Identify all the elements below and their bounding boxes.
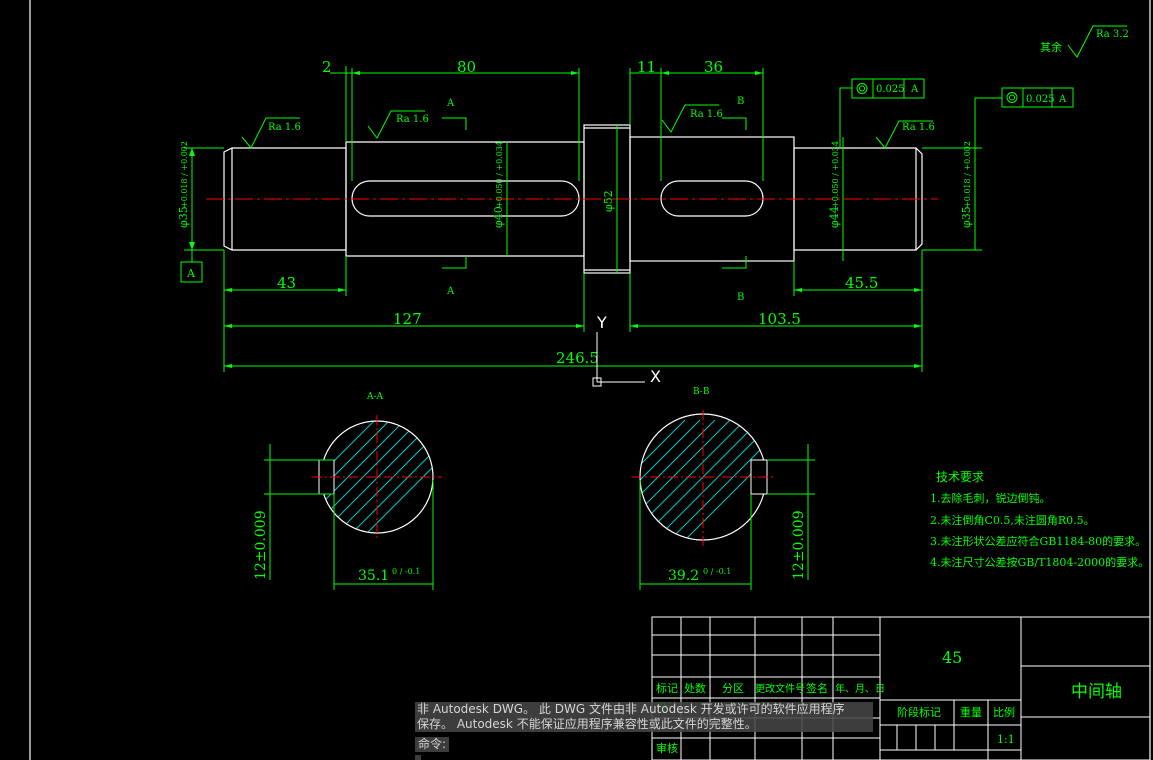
tb-sign: 签名 — [806, 681, 828, 695]
runout-2-datum: A — [1058, 94, 1067, 105]
warning-line: 非 Autodesk DWG。 此 DWG 文件由非 Autodesk 开发或许… — [417, 702, 845, 716]
command-input[interactable] — [415, 755, 421, 760]
tb-zone: 分区 — [722, 682, 744, 695]
warning-line: 保存。 Autodesk 不能保证应用程序兼容性或此文件的完整性。 — [417, 717, 757, 731]
section-aa: A-A 12±0.009 35.1 0 / -0.1 — [253, 392, 442, 590]
ra-2: Ra 1.6 — [396, 114, 429, 125]
tb-scale: 1:1 — [997, 733, 1015, 746]
tb-mark: 标记 — [656, 681, 678, 695]
ucs-y-label: Y — [596, 313, 607, 332]
title-block — [651, 616, 1151, 760]
tb-count: 处数 — [684, 682, 706, 695]
diameter-texts: φ35 +0.018 / +0.002 φ40 +0.050 / +0.034 … — [177, 141, 973, 228]
dia52: φ52 — [602, 190, 615, 212]
dia40-tol: +0.050 / +0.034 — [495, 141, 504, 208]
tb-scale-label: 比例 — [993, 705, 1015, 719]
tb-date: 年、月、日 — [835, 682, 885, 695]
sec-a-bottom: A — [446, 286, 455, 297]
dim-45-5: 45.5 — [845, 274, 878, 292]
bb-depth: 39.2 — [668, 568, 699, 584]
dim-36: 36 — [704, 58, 723, 76]
dia35-right: φ35 — [960, 206, 973, 228]
dimension-lines — [180, 66, 982, 372]
sec-a-top: A — [446, 98, 455, 109]
view-bb-label: B-B — [693, 387, 710, 397]
dia40: φ40 — [492, 206, 505, 228]
dimension-arrows — [189, 71, 922, 368]
annotation-texts: Ra 1.6 Ra 1.6 Ra 1.6 Ra 1.6 Ra 3.2 其余 0.… — [186, 29, 1129, 303]
ucs-x-label: X — [650, 367, 661, 386]
roughness-symbols — [241, 25, 1127, 269]
dim-80: 80 — [457, 58, 476, 76]
tb-doc: 更改文件号 — [755, 682, 805, 695]
ra-rest: Ra 3.2 — [1096, 29, 1129, 40]
ra-1: Ra 1.6 — [268, 122, 301, 133]
dim-246-5: 246.5 — [556, 349, 599, 367]
aa-depth-tol: 0 / -0.1 — [392, 567, 420, 576]
tb-weight: 重量 — [960, 705, 982, 719]
command-prompt[interactable]: 命令: — [415, 737, 450, 752]
sec-b-top: B — [737, 96, 744, 107]
dim-43: 43 — [277, 274, 296, 292]
tech-heading: 技术要求 — [936, 470, 984, 484]
aa-depth: 35.1 — [358, 568, 389, 584]
tech-item: 3.未注形状公差应符合GB1184-80的要求。 — [930, 534, 1146, 548]
section-bb: B-B 12±0.009 39.2 0 / -0.1 — [632, 387, 815, 590]
drawing-border — [29, 0, 1151, 760]
dimension-texts: 2 80 11 36 43 45.5 127 103.5 246.5 — [277, 58, 878, 367]
dia35-left: φ35 — [177, 206, 190, 228]
bb-depth-tol: 0 / -0.1 — [703, 567, 731, 576]
command-history: 非 Autodesk DWG。 此 DWG 文件由非 Autodesk 开发或许… — [415, 702, 873, 732]
tb-stage: 阶段标记 — [897, 705, 941, 719]
dia35-left-tol: +0.018 / +0.002 — [180, 141, 189, 208]
tb-review: 审核 — [656, 741, 678, 755]
dia44: φ44 — [828, 206, 841, 228]
tech-item: 4.未注尺寸公差按GB/T1804-2000的要求。 — [930, 555, 1149, 569]
title-block-texts: 标记 处数 分区 更改文件号 签名 年、月、日 设计 审核 阶段标记 重量 比例… — [656, 648, 1122, 755]
tech-item: 2.未注倒角C0.5,未注圆角R0.5。 — [930, 513, 1095, 527]
runout-2-val: 0.025 — [1026, 94, 1055, 105]
dim-2: 2 — [322, 58, 332, 76]
ra-4: Ra 1.6 — [902, 122, 935, 133]
dia35-right-tol: +0.018 / +0.002 — [963, 141, 972, 208]
runout-1-val: 0.025 — [876, 84, 905, 95]
tb-part-name: 中间轴 — [1071, 682, 1122, 702]
tech-requirements: 技术要求 1.去除毛刺，锐边倒钝。 2.未注倒角C0.5,未注圆角R0.5。 3… — [930, 470, 1149, 569]
datum-a: A — [186, 267, 196, 280]
runout-1-datum: A — [910, 84, 919, 95]
rest-label: 其余 — [1040, 40, 1062, 54]
aa-keywidth: 12±0.009 — [253, 510, 269, 580]
dim-127: 127 — [393, 310, 422, 328]
dim-103-5: 103.5 — [758, 310, 801, 328]
dia44-tol: +0.050 / +0.034 — [831, 141, 840, 208]
bb-keywidth: 12±0.009 — [791, 510, 807, 580]
tech-item: 1.去除毛刺，锐边倒钝。 — [930, 491, 1051, 505]
tb-material: 45 — [942, 648, 962, 667]
ucs-icon — [592, 332, 645, 387]
dim-11: 11 — [637, 58, 656, 76]
sec-b-bottom: B — [737, 292, 744, 303]
view-aa-label: A-A — [366, 392, 384, 402]
ra-3: Ra 1.6 — [690, 109, 723, 120]
